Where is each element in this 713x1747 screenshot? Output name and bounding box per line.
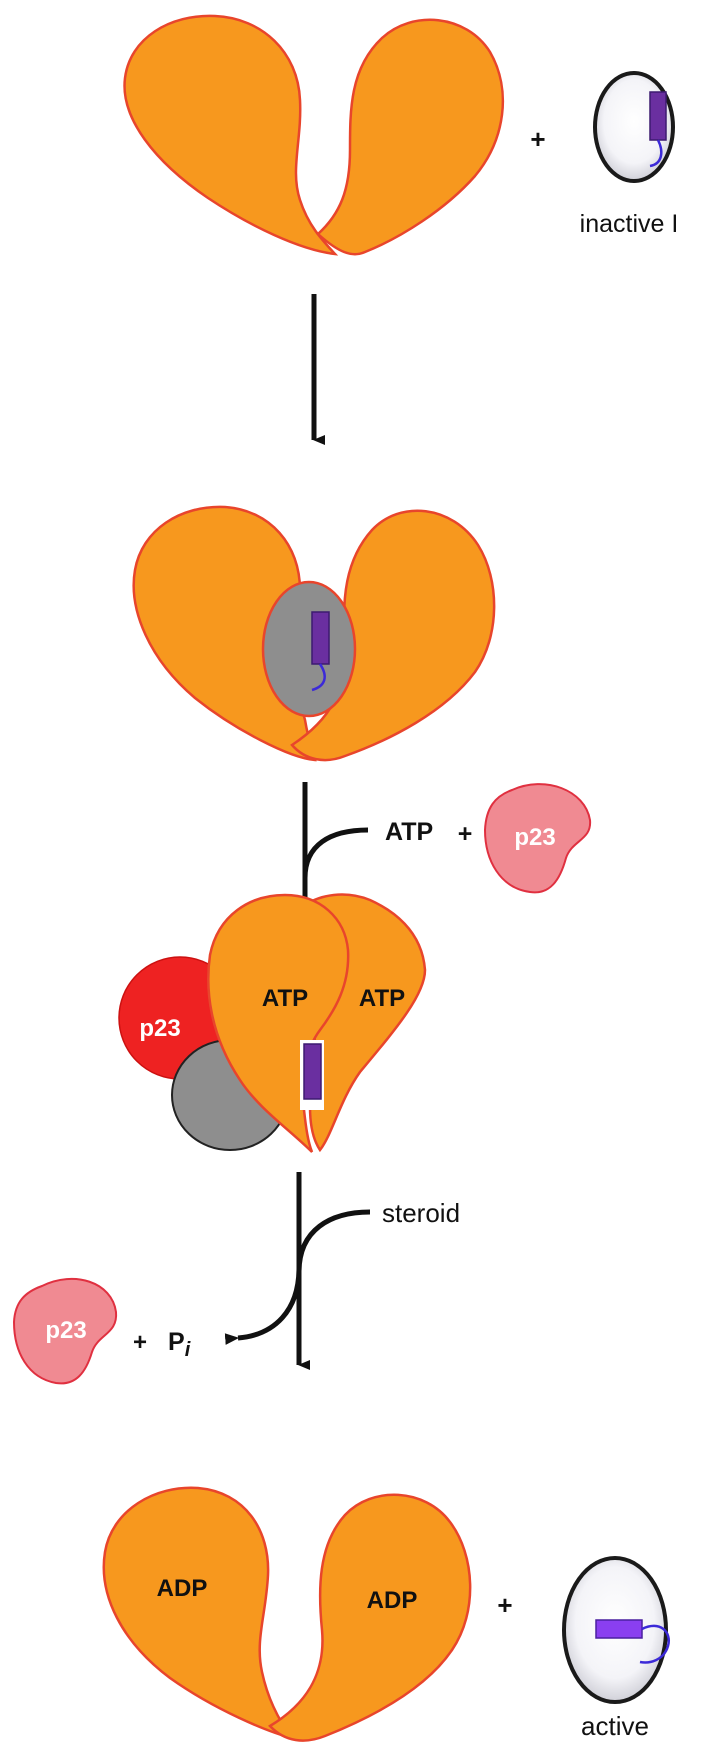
stage-4-open-adp: ADP ADP [104, 1488, 470, 1741]
pi-label: Pi [168, 1328, 191, 1361]
adp-left-label: ADP [157, 1575, 208, 1602]
reagent-plus: + [458, 820, 473, 848]
p23-released-label: p23 [45, 1317, 86, 1344]
receptor-helix-active [596, 1620, 642, 1638]
p23-released: p23 [14, 1279, 116, 1384]
inactive-receptor [595, 73, 673, 181]
adp-right-label: ADP [367, 1587, 418, 1614]
active-label: active [581, 1711, 649, 1741]
hsp90-right-monomer [318, 20, 503, 254]
p23-free-label: p23 [514, 824, 555, 851]
atp-left-label: ATP [262, 985, 308, 1012]
arrow-2-branch [305, 830, 368, 878]
inactive-label: inactive I [580, 210, 679, 238]
arrow-3-steroid-branch [299, 1212, 370, 1272]
arrow-3-release-branch [238, 1268, 299, 1338]
closed-client-helix [304, 1044, 321, 1099]
plus-sign-bottom: + [497, 1590, 512, 1620]
atp-right-label: ATP [359, 985, 405, 1012]
plus-sign-top: + [530, 124, 545, 154]
receptor-helix-inactive [650, 92, 666, 140]
stage-1-open-hsp90 [125, 16, 503, 254]
pi-letter: P [168, 1328, 185, 1356]
p23-bound-label: p23 [139, 1015, 180, 1042]
arrow-3-group [238, 1172, 370, 1365]
p23-free: p23 [485, 784, 590, 892]
hsp90-left-monomer-adp [104, 1488, 292, 1738]
pi-plus: + [133, 1329, 147, 1356]
active-receptor [564, 1558, 669, 1702]
client-protein [263, 582, 355, 716]
stage-2-client-loaded [134, 507, 494, 760]
hsp90-right-monomer-adp [270, 1495, 470, 1741]
reagent-atp: ATP [385, 818, 433, 846]
client-helix [312, 612, 329, 664]
pi-subscript: i [185, 1339, 191, 1361]
stage-3-closed-atp: ATP ATP p23 [119, 895, 425, 1152]
steroid-label: steroid [382, 1198, 460, 1228]
hsp90-left-monomer [125, 16, 335, 254]
